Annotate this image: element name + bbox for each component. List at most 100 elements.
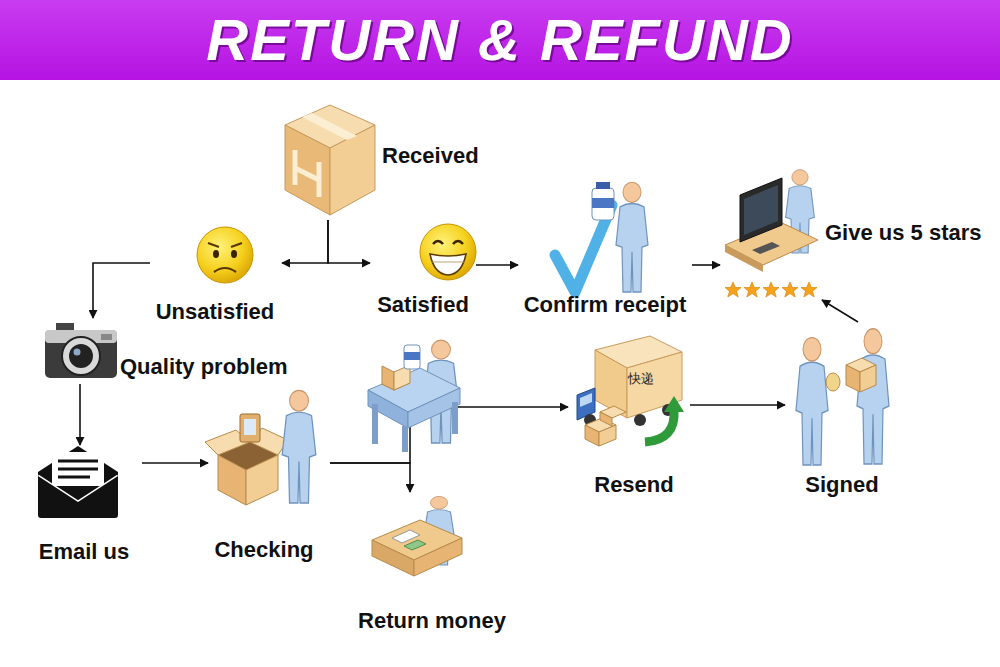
email-icon xyxy=(38,446,118,518)
step-node: Satisfied xyxy=(370,222,476,320)
camera-icon-part xyxy=(101,334,112,340)
packing-figure-part xyxy=(382,366,394,390)
sad-face-icon-part xyxy=(197,227,253,283)
confirm-icon-part xyxy=(592,188,614,220)
flow-arrow xyxy=(692,264,720,266)
packing-figure-part xyxy=(404,345,420,369)
sad-face-icon-part xyxy=(214,268,236,272)
step-label: Checking xyxy=(214,537,313,562)
truck-icon-part xyxy=(580,393,592,407)
step-label: Email us xyxy=(39,539,129,564)
step-node: Resend xyxy=(568,335,690,500)
review-desk-icon-part xyxy=(752,242,780,254)
step-node: Quality problem xyxy=(40,318,320,384)
flow-arrow xyxy=(79,384,81,445)
parcel-icon-part xyxy=(302,113,357,140)
packing-figure-part xyxy=(402,426,408,452)
handover-icon xyxy=(796,329,889,465)
review-desk-icon-part xyxy=(782,282,798,297)
flow-arrow xyxy=(328,220,370,263)
step-label: Signed xyxy=(805,472,878,497)
step-node: Checking xyxy=(208,385,330,565)
handover-icon-part xyxy=(846,365,860,392)
checking-icon-part xyxy=(240,414,260,442)
step-label: Satisfied xyxy=(377,292,469,317)
confirm-icon-part xyxy=(592,198,614,208)
flow-arrow xyxy=(282,220,328,263)
truck-icon-part xyxy=(664,396,684,412)
handover-icon-part xyxy=(857,329,889,464)
truck-icon-part xyxy=(645,410,674,442)
review-desk-icon-part xyxy=(801,282,817,297)
review-desk-icon-part xyxy=(744,185,778,235)
step-label: Return money xyxy=(358,608,506,633)
flow-arrow xyxy=(476,264,518,266)
email-icon-part xyxy=(38,446,118,518)
sad-face-icon-part xyxy=(208,243,242,247)
step-label: Give us 5 stars xyxy=(825,220,982,245)
handover-icon-part xyxy=(860,365,876,392)
truck-icon-part xyxy=(585,425,599,446)
step-label: Quality problem xyxy=(120,354,287,379)
step-label: Received xyxy=(382,143,479,168)
packing-figure-part xyxy=(372,404,378,444)
review-desk-icon-part xyxy=(725,282,741,297)
review-desk-icon-part xyxy=(763,282,779,297)
camera-icon xyxy=(45,323,117,378)
step-node: Return money xyxy=(340,492,525,640)
flow-arrow xyxy=(330,463,410,492)
flow-arrow xyxy=(142,462,208,464)
packing-figure-part xyxy=(452,402,458,434)
parcel-icon-part xyxy=(295,150,319,197)
email-icon-part xyxy=(52,452,104,486)
truck-icon-part xyxy=(595,350,627,418)
step-node: Give us 5 stars xyxy=(720,165,992,300)
packing-figure xyxy=(368,340,460,452)
checking-icon-part xyxy=(218,455,246,505)
flow-arrow xyxy=(93,263,150,318)
truck-icon-part xyxy=(599,425,616,446)
title-text: RETURN & REFUND xyxy=(0,6,1000,74)
camera-icon-part xyxy=(69,344,93,368)
sad-face-icon-part xyxy=(231,250,237,258)
review-desk-icon-part xyxy=(740,178,782,242)
email-icon-part xyxy=(38,476,118,508)
step-label: Unsatisfied xyxy=(156,299,275,324)
checking-icon xyxy=(205,390,316,505)
confirm-icon-part xyxy=(596,182,610,189)
truck-icon-part xyxy=(634,414,646,426)
confirm-icon xyxy=(555,182,648,292)
cashier-icon xyxy=(372,496,462,576)
truck-icon-part xyxy=(600,412,612,426)
step-node: Confirm receipt xyxy=(518,178,692,319)
handover-icon-part xyxy=(796,338,828,465)
step-node: Received xyxy=(280,100,492,220)
step-label: Confirm receipt xyxy=(524,292,687,317)
step-node: Unsatisfied xyxy=(150,225,282,326)
sad-face-icon-part xyxy=(213,250,219,258)
camera-icon-part xyxy=(45,330,117,378)
step-label: Resend xyxy=(594,472,673,497)
parcel-icon-part xyxy=(330,125,375,215)
truck-sign: 快递 xyxy=(628,371,654,386)
flow-arrow xyxy=(822,300,858,322)
parcel-icon-part xyxy=(285,125,330,215)
checking-icon-part xyxy=(282,390,316,503)
step-node: Signed xyxy=(785,322,895,499)
camera-icon-part xyxy=(62,337,100,375)
review-desk-icon xyxy=(725,170,818,297)
checking-icon-part xyxy=(246,455,278,505)
handover-icon-part xyxy=(826,373,840,391)
camera-icon-part xyxy=(56,323,74,331)
flow-arrow xyxy=(690,404,785,406)
camera-icon-part xyxy=(74,349,81,356)
review-desk-icon-part xyxy=(744,282,760,297)
happy-face-icon-part xyxy=(433,241,463,244)
sad-face-icon xyxy=(197,227,253,283)
happy-face-icon-part xyxy=(420,224,476,280)
happy-face-icon-part xyxy=(431,262,465,263)
